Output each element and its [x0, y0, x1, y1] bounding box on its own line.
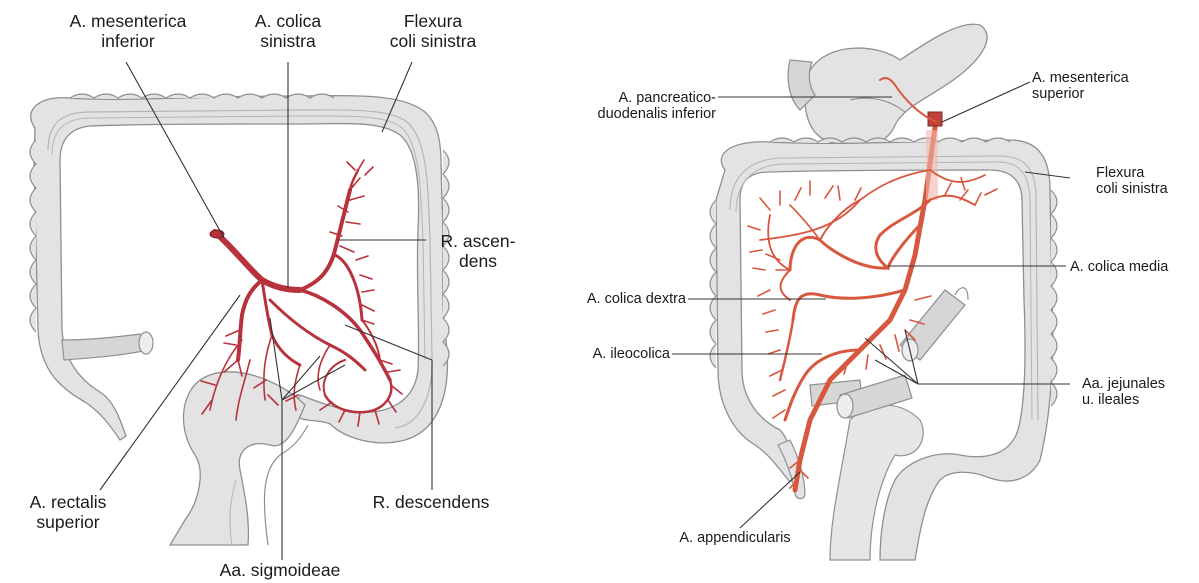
label-line: superior [1032, 86, 1162, 102]
label-line: dens [430, 252, 526, 272]
label-ileocolica: A. ileocolica [560, 346, 670, 362]
label-line: Aa. jejunales [1082, 376, 1194, 392]
label-colica-media: A. colica media [1070, 259, 1196, 275]
label-pancreaticoduodenalis: A. pancreatico- duodenalis inferior [560, 90, 716, 122]
label-line: A. mesenterica [38, 12, 218, 32]
label-flexura-left: Flexura coli sinistra [358, 12, 508, 51]
label-flexura-right: Flexura coli sinistra [1096, 165, 1196, 197]
label-line: duodenalis inferior [560, 106, 716, 122]
label-line: A. rectalis [12, 493, 124, 513]
label-ascendens: R. ascen- dens [430, 232, 526, 271]
label-line: A. pancreatico- [560, 90, 716, 106]
label-rectalis-superior: A. rectalis superior [12, 493, 124, 532]
right-colon-diagram [672, 24, 1070, 560]
label-colica-dextra: A. colica dextra [560, 291, 686, 307]
label-mesenterica-inferior: A. mesenterica inferior [38, 12, 218, 51]
left-sigmoid [170, 372, 305, 545]
right-colon-outer [716, 140, 1053, 560]
label-mesenterica-superior: A. mesenterica superior [1032, 70, 1162, 102]
label-sigmoideae: Aa. sigmoideae [190, 561, 370, 581]
left-colon-diagram [30, 62, 449, 560]
label-line: sinistra [222, 32, 354, 52]
label-line: u. ileales [1082, 392, 1194, 408]
label-descendens: R. descendens [350, 493, 512, 513]
label-colica-sinistra: A. colica sinistra [222, 12, 354, 51]
label-appendicularis: A. appendicularis [660, 530, 810, 546]
label-line: R. ascen- [430, 232, 526, 252]
label-line: A. mesenterica [1032, 70, 1162, 86]
label-line: coli sinistra [1096, 181, 1196, 197]
label-line: Flexura [1096, 165, 1196, 181]
label-line: superior [12, 513, 124, 533]
label-line: Flexura [358, 12, 508, 32]
label-line: inferior [38, 32, 218, 52]
left-ileum-stub [62, 334, 148, 360]
right-colon-haustra [710, 138, 1057, 406]
label-line: coli sinistra [358, 32, 508, 52]
left-colon-taenia-2 [52, 116, 425, 360]
label-jejunales-ileales: Aa. jejunales u. ileales [1082, 376, 1194, 408]
label-line: A. colica [222, 12, 354, 32]
